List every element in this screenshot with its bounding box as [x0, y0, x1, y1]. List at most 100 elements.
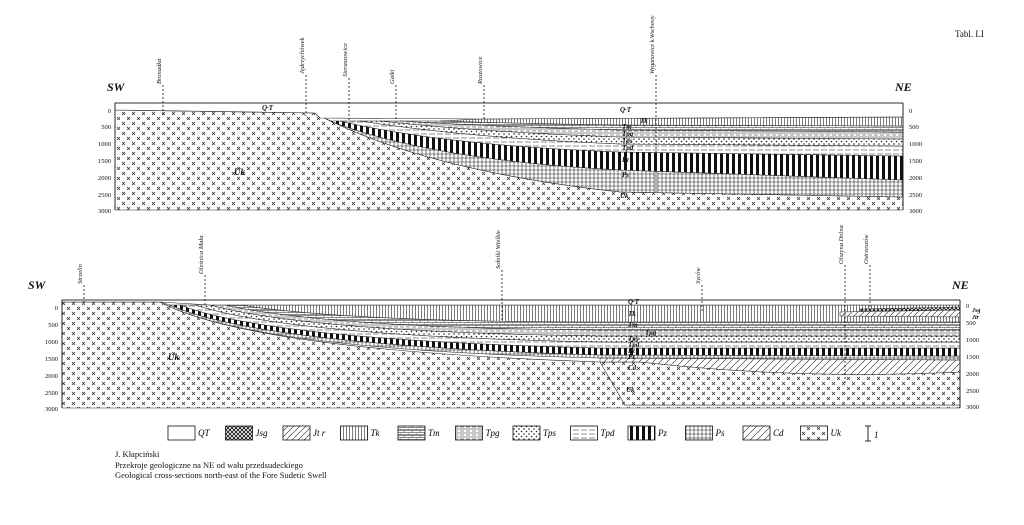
legend-label-tps: Tps — [543, 428, 557, 438]
layer-tk-1 — [439, 116, 904, 127]
section2-depth-tick: 3000 — [45, 406, 58, 413]
section1-unit-label: Tm — [622, 123, 632, 131]
section2-locality: Ostrzeszów — [863, 234, 870, 264]
legend-label-ps: Ps — [715, 428, 725, 438]
section2-unit-label: Tpd — [628, 341, 640, 349]
section1-locality: Bronadka — [156, 59, 163, 84]
section1-unit-label: Tpg — [622, 130, 634, 138]
scale-label: 1 — [874, 430, 879, 440]
section2-depth-tick-right: 2500 — [966, 388, 979, 395]
caption-title-en: Geological cross-sections north-east of … — [115, 470, 327, 480]
section1-depth-tick: 500 — [101, 124, 111, 131]
section1-depth-tick-right: 2500 — [909, 192, 922, 199]
section1-right-dir: NE — [894, 80, 912, 94]
legend-swatch-qt — [167, 425, 196, 441]
section1-unit-label: Uk — [620, 192, 629, 200]
section1-depth-tick: 2500 — [98, 192, 111, 199]
legend-label-tm: Tm — [428, 428, 440, 438]
legend-swatch-pz — [627, 425, 656, 441]
section1-locality: Ruszowice — [477, 56, 484, 85]
section1-unit-label: Tk — [640, 117, 648, 125]
section2-depth-tick-right: 2000 — [966, 371, 979, 378]
section1-depth-tick: 3000 — [98, 208, 111, 215]
section1-unit-label: Tps — [622, 137, 633, 145]
legend-swatch-tm — [397, 425, 426, 441]
legend-swatch-tpd — [570, 425, 598, 441]
section1-unit-label: Pz — [622, 156, 629, 164]
section1-unit-label: Uk — [234, 167, 245, 177]
section2-depth-tick-right: 1500 — [966, 354, 979, 361]
legend-label-tpg: Tpg — [486, 428, 501, 438]
section1-locality: Gaiki — [389, 69, 396, 84]
plate-label: Tabl. LI — [955, 29, 984, 39]
section1-depth-tick: 1500 — [98, 158, 111, 165]
section1-locality: Sieraszowice — [342, 43, 349, 77]
section2-locality: Olszyna Dolna — [838, 225, 845, 264]
section1-depth-tick-right: 3000 — [909, 208, 922, 215]
section2-locality: Syców — [695, 267, 702, 284]
layer-tk-2 — [210, 304, 961, 323]
layer-qt-2 — [61, 299, 961, 306]
section2-depth-tick-right: 1000 — [966, 337, 979, 344]
legend-label-jsg: Jsg — [256, 428, 268, 438]
section2-depth-tick: 0 — [55, 305, 58, 312]
legend-label-jtr: Jt r — [313, 428, 326, 438]
section2-unit-label: Pz — [628, 347, 635, 355]
section1-unit-label: Ps — [622, 171, 629, 179]
legend-label-tpd: Tpd — [601, 428, 616, 438]
legend-label-cd: Cd — [773, 428, 784, 438]
section2-unit-label: Jtr — [971, 315, 980, 321]
section2-depth-tick-right: 3000 — [966, 404, 979, 411]
section1-depth-tick: 1000 — [98, 141, 111, 148]
section1-depth-tick-right: 500 — [909, 124, 919, 131]
section2-unit-label: Q·T — [628, 298, 640, 306]
legend-swatch-jsg — [225, 425, 253, 441]
legend-swatch-tk — [340, 425, 368, 441]
section1-unit-label: Tpd — [622, 144, 634, 152]
section1-depth-tick: 0 — [108, 108, 111, 115]
caption-title-pl: Przekroje geologiczne na NE od wału prze… — [115, 459, 303, 470]
section2-depth-tick: 1000 — [45, 339, 58, 346]
legend-swatch-cd — [742, 425, 771, 441]
section1-depth-tick: 2000 — [98, 175, 111, 182]
section2-unit-label: Tpg — [645, 329, 657, 337]
caption-author: J. Kłapciński — [115, 449, 160, 459]
section-2 — [61, 265, 961, 409]
legend-label-qt: QT — [198, 428, 210, 438]
section1-locality: Jędrzychówek — [299, 37, 306, 74]
section-1 — [114, 75, 904, 211]
section2-locality: Oleśnica Mała — [198, 236, 205, 274]
section2-unit-label: Uk — [168, 352, 179, 362]
section2-depth-tick-right: 0 — [966, 303, 969, 310]
legend-swatch-tpg — [455, 425, 483, 441]
section1-depth-tick-right: 2000 — [909, 175, 922, 182]
scale-bar: 1 — [865, 425, 879, 442]
section1-locality: Wyganowice k.Wschowy — [650, 15, 656, 74]
section2-unit-label: Tm — [628, 321, 638, 329]
section2-locality: Sołniki Wielkie — [495, 230, 502, 269]
section2-unit-label: Ps — [628, 353, 635, 361]
section2-unit-label: Tps — [628, 335, 639, 343]
legend-swatch-jtr — [282, 425, 311, 441]
section1-unit-label: Q·T — [620, 106, 632, 114]
legend-swatch-tps — [512, 425, 541, 441]
legend-label-pz: Pz — [657, 428, 667, 438]
section2-depth-tick: 2000 — [45, 373, 58, 380]
section2-unit-label: Uk — [626, 386, 635, 394]
legend-label-uk: Uk — [831, 428, 842, 438]
section1-left-dir: SW — [107, 80, 126, 94]
section2-depth-tick: 1500 — [45, 356, 58, 363]
caption: J. Kłapciński Przekroje geologiczne na N… — [115, 449, 327, 481]
section1-depth-tick-right: 1500 — [909, 158, 922, 165]
section2-unit-label: Cd — [628, 364, 637, 372]
section1-unit-label: Q·T — [262, 104, 274, 112]
section2-locality: Strzelin — [77, 264, 84, 284]
legend-swatch-ps — [685, 425, 713, 441]
section2-depth-tick-right: 500 — [966, 320, 976, 327]
section1-depth-tick-right: 1000 — [909, 141, 922, 148]
section2-left-dir: SW — [28, 278, 47, 292]
section2-unit-label: Tk — [628, 310, 636, 318]
section1-depth-tick-right: 0 — [909, 108, 912, 115]
